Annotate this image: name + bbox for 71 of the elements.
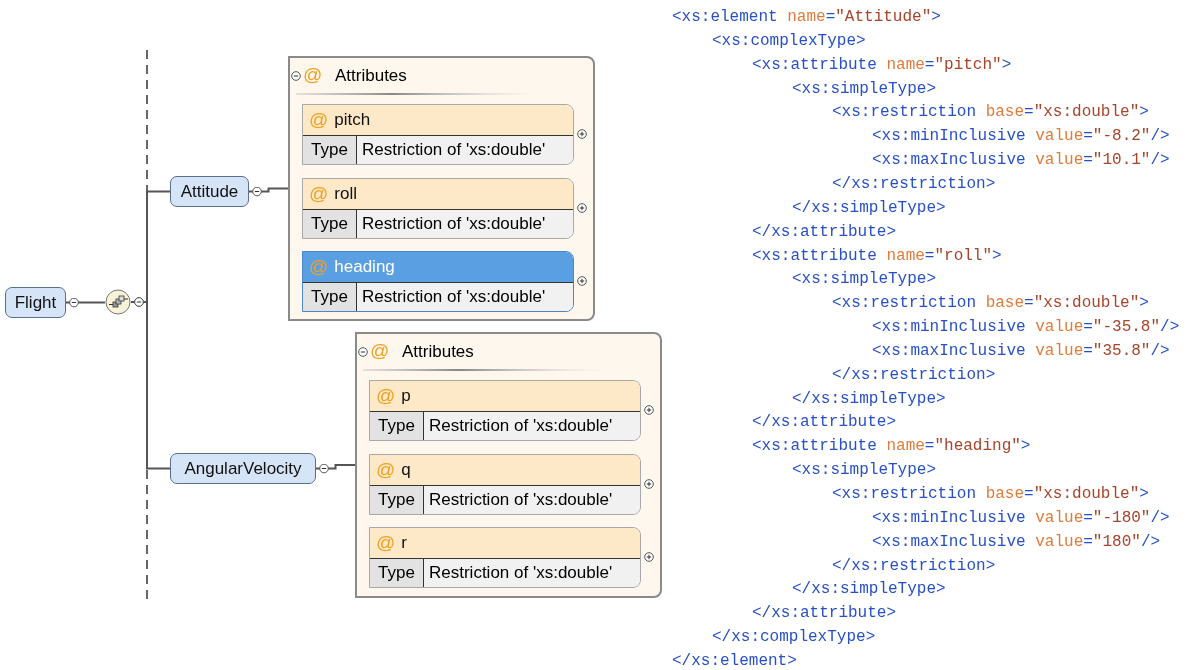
type-value-cell: Restriction of 'xs:double' xyxy=(424,412,640,440)
code-line: </xs:attribute> xyxy=(752,221,897,242)
attribute-name: heading xyxy=(334,257,395,277)
code-line: <xs:minInclusive value="-180"/> xyxy=(872,507,1170,528)
code-line: </xs:complexType> xyxy=(712,627,876,648)
group-title: Attributes xyxy=(335,66,407,86)
code-line: </xs:simpleType> xyxy=(792,388,946,409)
attribute-card xyxy=(369,527,641,588)
attribute-card xyxy=(302,178,574,239)
type-value-cell: Restriction of 'xs:double' xyxy=(357,210,573,238)
type-value-cell: Restriction of 'xs:double' xyxy=(357,136,573,164)
code-line: <xs:simpleType> xyxy=(792,78,937,99)
type-value-cell: Restriction of 'xs:double' xyxy=(424,559,640,587)
code-line: </xs:restriction> xyxy=(832,555,996,576)
code-line: <xs:simpleType> xyxy=(792,269,937,290)
element-box: AngularVelocity xyxy=(170,453,316,484)
attribute-symbol: @ xyxy=(303,64,323,86)
attribute-symbol: @ xyxy=(376,532,396,554)
attribute-card xyxy=(302,104,574,165)
code-line: <xs:attribute name="pitch"> xyxy=(752,54,1012,75)
type-value-cell: Restriction of 'xs:double' xyxy=(357,283,573,311)
connector-line xyxy=(248,186,289,197)
code-line: <xs:attribute name="heading"> xyxy=(752,436,1031,457)
code-line: <xs:maxInclusive value="180"/> xyxy=(872,531,1161,552)
attribute-card xyxy=(369,454,641,515)
code-line: <xs:restriction base="xs:double"> xyxy=(832,484,1149,504)
attribute-symbol: @ xyxy=(309,256,329,278)
connector-line xyxy=(65,297,106,308)
attribute-card xyxy=(369,380,641,441)
code-line: </xs:simpleType> xyxy=(792,197,946,218)
code-line: <xs:maxInclusive value="35.8"/> xyxy=(872,340,1170,361)
code-line: <xs:minInclusive value="-35.8"/> xyxy=(872,317,1180,338)
type-label-cell: Type xyxy=(370,486,424,514)
attribute-symbol: @ xyxy=(376,459,396,481)
attribute-name: q xyxy=(401,460,411,480)
attributes-group xyxy=(355,332,662,598)
code-line: <xs:maxInclusive value="10.1"/> xyxy=(872,150,1170,171)
type-label-cell: Type xyxy=(370,412,424,440)
attribute-name: roll xyxy=(334,184,357,204)
attribute-card xyxy=(302,251,574,312)
code-line: <xs:minInclusive value="-8.2"/> xyxy=(872,126,1170,147)
type-label-cell: Type xyxy=(303,136,357,164)
attribute-name: r xyxy=(401,533,407,553)
attribute-symbol: @ xyxy=(376,385,396,407)
attributes-group xyxy=(288,56,595,321)
code-line: <xs:complexType> xyxy=(712,30,866,51)
code-line: </xs:restriction> xyxy=(832,173,996,194)
type-label-cell: Type xyxy=(303,210,357,238)
code-line: <xs:simpleType> xyxy=(792,460,937,481)
type-label-cell: Type xyxy=(303,283,357,311)
element-box: Flight xyxy=(5,287,66,318)
connector-line xyxy=(315,463,356,474)
attribute-symbol: @ xyxy=(309,183,329,205)
attribute-name: pitch xyxy=(334,110,371,130)
code-line: <xs:restriction base="xs:double"> xyxy=(832,293,1149,314)
type-label-cell: Type xyxy=(370,559,424,587)
code-line: </xs:restriction> xyxy=(832,364,996,385)
code-line: </xs:attribute> xyxy=(752,412,897,433)
attribute-symbol: @ xyxy=(309,109,329,131)
code-line: <xs:element name="Attitude"> xyxy=(672,7,941,27)
code-line: </xs:attribute> xyxy=(752,603,897,624)
code-line: </xs:simpleType> xyxy=(792,579,946,600)
code-line: <xs:restriction base="xs:double"> xyxy=(832,102,1149,123)
type-value-cell: Restriction of 'xs:double' xyxy=(424,486,640,514)
code-line: <xs:attribute name="roll"> xyxy=(752,245,1002,266)
group-title: Attributes xyxy=(402,342,474,362)
attribute-symbol: @ xyxy=(370,340,390,362)
code-line: </xs:element> xyxy=(672,650,797,670)
sequence-node xyxy=(105,289,131,315)
attribute-name: p xyxy=(401,386,411,406)
element-box: Attitude xyxy=(170,176,249,207)
